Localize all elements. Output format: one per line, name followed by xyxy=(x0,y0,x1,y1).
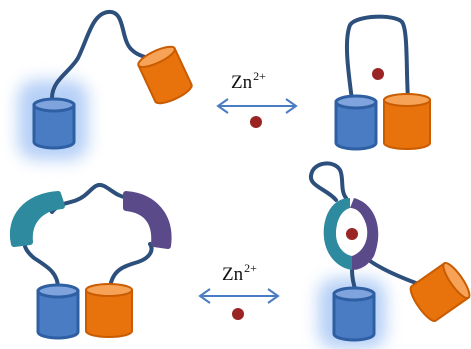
linker xyxy=(50,183,130,214)
top-right-construct xyxy=(334,14,431,151)
linker-loop xyxy=(344,14,410,102)
linker xyxy=(50,10,160,100)
zinc-ion xyxy=(232,308,244,320)
top-ion-label: Zn2+ xyxy=(231,70,266,92)
bottom-right-construct xyxy=(308,161,471,349)
blue-cylinder xyxy=(332,286,376,342)
bottom-ion-label: Zn2+ xyxy=(222,262,257,284)
ion-charge: 2+ xyxy=(244,261,257,275)
ion-symbol: Zn xyxy=(231,72,253,93)
blue-cylinder xyxy=(334,94,378,151)
bottom-left-construct xyxy=(9,183,172,340)
purple-domain xyxy=(350,198,379,270)
blue-cylinder xyxy=(32,97,76,150)
zinc-ion xyxy=(346,228,358,240)
orange-cylinder xyxy=(409,261,471,322)
linker xyxy=(108,242,154,290)
bottom-equilibrium-arrow xyxy=(198,288,280,320)
linker-loop xyxy=(308,161,348,202)
orange-cylinder xyxy=(383,93,431,150)
ion-charge: 2+ xyxy=(253,69,266,83)
blue-cylinder xyxy=(36,283,80,340)
teal-domain xyxy=(323,198,352,270)
top-equilibrium-arrow xyxy=(216,98,298,128)
orange-cylinder xyxy=(85,283,133,338)
teal-domain xyxy=(9,191,65,247)
top-left-construct xyxy=(18,10,193,160)
ion-symbol: Zn xyxy=(222,264,244,285)
zinc-ion xyxy=(250,116,262,128)
purple-domain xyxy=(123,191,172,249)
zinc-ion xyxy=(372,68,384,80)
orange-cylinder xyxy=(137,45,193,105)
